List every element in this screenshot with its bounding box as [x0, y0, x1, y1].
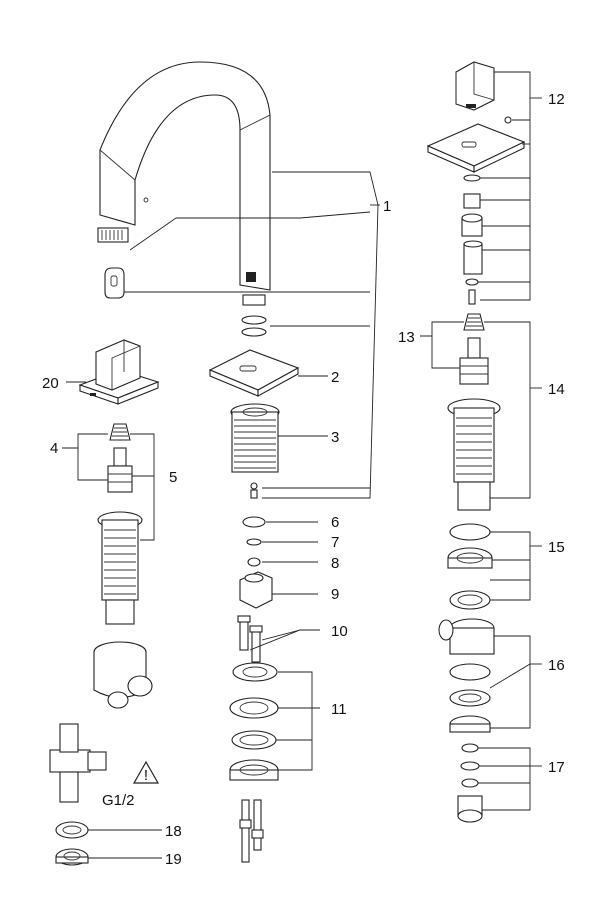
cartridge-part-14 — [447, 337, 501, 511]
aerator-part — [97, 227, 129, 243]
connector-block-part-9 — [239, 571, 273, 609]
small-parts-part-17 — [457, 743, 483, 823]
callout-19: 19 — [165, 851, 182, 868]
square-rosette-part-2 — [208, 349, 300, 397]
ring-part-8 — [247, 557, 261, 567]
callout-16: 16 — [548, 657, 565, 674]
callout-17: 17 — [548, 759, 565, 776]
thread-size-label: G1/2 — [102, 792, 135, 809]
washer-part-6 — [242, 516, 266, 528]
spout-logo-mark — [246, 272, 256, 282]
callout-20: 20 — [42, 375, 59, 392]
spline-adapter-part-13 — [463, 313, 485, 331]
callout-3: 3 — [331, 429, 339, 446]
leader-lines — [62, 71, 542, 859]
callout-13: 13 — [398, 329, 415, 346]
spout-o-ring-2 — [241, 327, 267, 337]
callout-9: 9 — [331, 586, 339, 603]
callout-7: 7 — [331, 534, 339, 551]
flat-washer-part-18 — [55, 821, 89, 839]
callout-10: 10 — [331, 623, 348, 640]
callout-6: 6 — [331, 514, 339, 531]
callout-5: 5 — [169, 469, 177, 486]
rings-part-15 — [447, 523, 493, 610]
nut-part-19 — [55, 848, 89, 866]
callout-14: 14 — [548, 381, 565, 398]
left-valve-body — [93, 511, 153, 709]
spout-base-insert — [242, 294, 266, 306]
svg-text:!: ! — [144, 767, 148, 784]
aerator-key-part — [104, 267, 125, 299]
handle-part-12 — [426, 61, 526, 305]
threaded-sleeve-part-3 — [230, 403, 280, 473]
callout-1: 1 — [383, 198, 391, 215]
elbow-fitting-part-16 — [438, 618, 495, 733]
rings-part-11 — [229, 662, 279, 781]
callout-8: 8 — [331, 555, 339, 572]
callout-12: 12 — [548, 91, 565, 108]
callout-11: 11 — [331, 701, 347, 718]
clip-part-7 — [246, 538, 262, 546]
bottom-hose-ends — [239, 799, 264, 863]
callout-15: 15 — [548, 539, 565, 556]
t-connector-fitting — [49, 723, 107, 803]
spout-o-ring-1 — [241, 315, 267, 325]
spout-assembly — [99, 61, 271, 291]
callout-2: 2 — [331, 369, 339, 386]
callout-4: 4 — [50, 440, 58, 457]
spline-adapter-part-4 — [109, 423, 131, 441]
callout-labels: 1 2 3 4 5 6 7 8 9 10 11 12 13 14 15 16 1… — [42, 91, 565, 868]
callout-18: 18 — [165, 823, 182, 840]
hose-connectors-part-10 — [237, 615, 263, 663]
handle-part-20 — [78, 339, 160, 405]
small-screw-part — [250, 482, 258, 499]
cartridge-part-5 — [107, 447, 133, 493]
warning-triangle-icon: ! — [132, 760, 160, 784]
